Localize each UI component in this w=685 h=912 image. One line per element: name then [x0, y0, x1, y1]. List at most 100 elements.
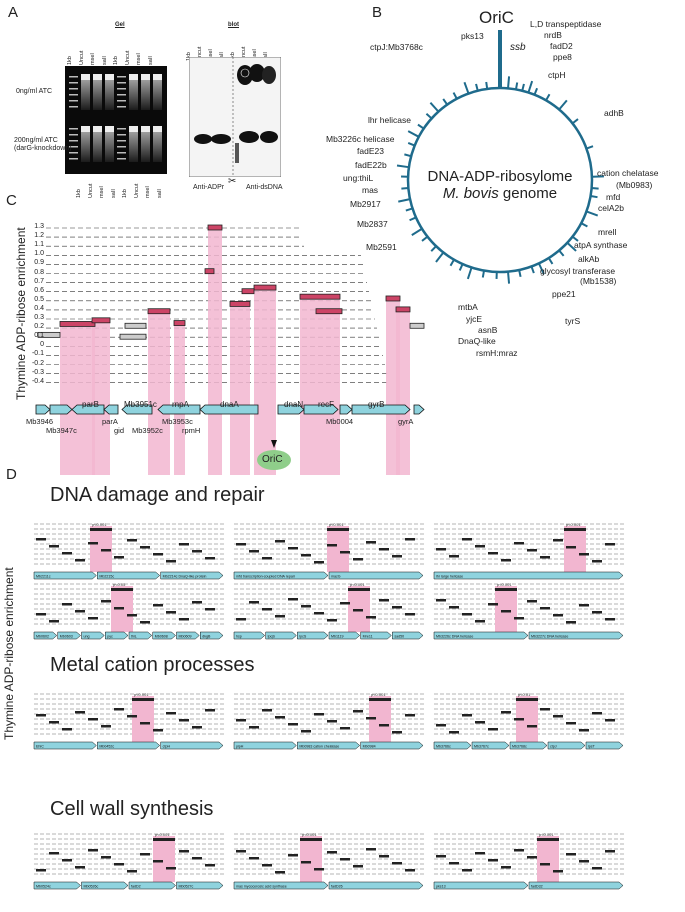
mini-segment [127, 614, 137, 617]
mini-gene-arrow [176, 631, 200, 640]
gene-label-below: parA [102, 417, 118, 426]
mini-gene-arrow [233, 571, 329, 580]
gene-arrow [351, 404, 411, 415]
mini-p-value: p<0.001 [134, 692, 149, 697]
condition-0atc: 0ng/ml ATC [16, 88, 53, 95]
mini-gene-label: mas mycocerosic acid synthase [236, 885, 287, 889]
mini-enriched-region [153, 836, 175, 882]
enriched-region [300, 297, 340, 475]
gel-smear [141, 132, 150, 162]
mini-segment [62, 603, 72, 606]
enrichment-segment [253, 284, 277, 291]
mini-gene-arrow [433, 571, 624, 580]
mini-segment [179, 850, 189, 853]
mini-segment [288, 547, 298, 550]
gel-band [153, 74, 162, 80]
mini-segment [527, 549, 537, 552]
mini-gene-arrow [392, 631, 424, 640]
gene-label-right: (Mb0983) [616, 180, 653, 190]
mini-segment [475, 721, 485, 724]
ytick-label: -0.1 [31, 350, 44, 358]
genome-hit-tick [558, 249, 565, 257]
mini-segment [449, 606, 459, 609]
oric-label: OriC [479, 8, 514, 27]
gene-label-left: DnaQ-like [458, 336, 496, 346]
mini-gene-arrow [128, 631, 153, 640]
gel-band [141, 126, 150, 132]
genome-hit-tick [442, 98, 449, 106]
mini-segment [327, 720, 337, 723]
circle-title-line1: DNA-ADP-ribosylome [427, 168, 573, 185]
genome-hit-tick [466, 267, 473, 280]
anti-dsdna-label: Anti-dsDNA [246, 184, 283, 191]
mini-gene-label: EhiC [36, 745, 44, 749]
enriched-region [230, 304, 250, 475]
mini-segment [36, 714, 46, 717]
mini-gene-label: Mb3766c [436, 745, 451, 749]
mini-segment [179, 543, 189, 546]
gene-label-left: Mb2837 [357, 219, 388, 229]
gene-label-right: mfd [606, 192, 621, 202]
track-gene-label: dnaN [284, 400, 304, 409]
genome-hit-tick [481, 270, 486, 278]
panel-d-ylabel: Thymine ADP-ribose enrichment [2, 567, 16, 740]
mini-segment [49, 620, 59, 623]
mini-enriched-region [369, 696, 391, 742]
mini-segment [501, 711, 511, 714]
scissor-icon: ✂ [228, 176, 237, 187]
mini-segment [36, 869, 46, 872]
mini-gene-arrow [360, 631, 392, 640]
mini-gene-arrow [509, 741, 548, 750]
mini-segment [153, 553, 163, 556]
mini-gene-label: fadD32 [531, 885, 543, 889]
gene-arrow [413, 404, 425, 415]
genome-hit-tick [411, 227, 423, 236]
mini-segment [566, 853, 576, 856]
ladder-band [117, 158, 126, 160]
genome-hit-tick [458, 263, 464, 271]
mini-gene-label: Mb2215c [99, 575, 114, 579]
genome-hit-tick [425, 113, 433, 120]
gene-label-left: ctpJ:Mb3768c [370, 42, 423, 52]
mini-p-value: p<0.001 [92, 522, 107, 527]
gene-label-right: cation chelatase [597, 168, 659, 178]
enriched-region [92, 320, 110, 475]
mini-segment [236, 618, 246, 621]
mini-segment [579, 604, 589, 607]
ladder-band [117, 76, 126, 78]
mini-segment [366, 848, 376, 851]
mini-p-value: p<0.001 [329, 522, 344, 527]
ladder-band [69, 94, 78, 96]
mini-segment [62, 728, 72, 731]
mini-segment [262, 608, 272, 611]
ytick-label: 1.2 [34, 232, 44, 240]
genome-hit-tick [452, 92, 458, 100]
gene-label-left: lhr helicase [368, 115, 411, 125]
enrichment-segment [59, 321, 96, 327]
mini-segment [192, 550, 202, 553]
gene-label-left: yjcE [466, 314, 483, 324]
mini-gene-label: mfd transcription-coupled DNA repair [236, 575, 296, 579]
mini-segment [166, 867, 176, 870]
gel-smear [141, 80, 150, 110]
mini-enriched-region [495, 586, 517, 632]
mini-gene-label: mazG [331, 575, 341, 579]
mini-gene-label: Mb2214c DnaQ-like protein [163, 575, 207, 579]
mini-gene-label: fadD26 [331, 885, 343, 889]
mini-gene-arrow [297, 631, 329, 640]
genome-hit-tick [591, 187, 599, 190]
genome-hit-tick [590, 194, 598, 199]
mini-segment [36, 538, 46, 541]
genome-hit-tick [421, 235, 429, 242]
mini-segment [405, 613, 415, 616]
mini-segment [140, 853, 150, 856]
mini-segment [75, 610, 85, 613]
ladder-band [69, 140, 78, 142]
genome-hit-tick [417, 123, 425, 130]
mini-segment [192, 726, 202, 729]
mini-segment [166, 560, 176, 563]
genome-hit-tick [514, 82, 519, 90]
